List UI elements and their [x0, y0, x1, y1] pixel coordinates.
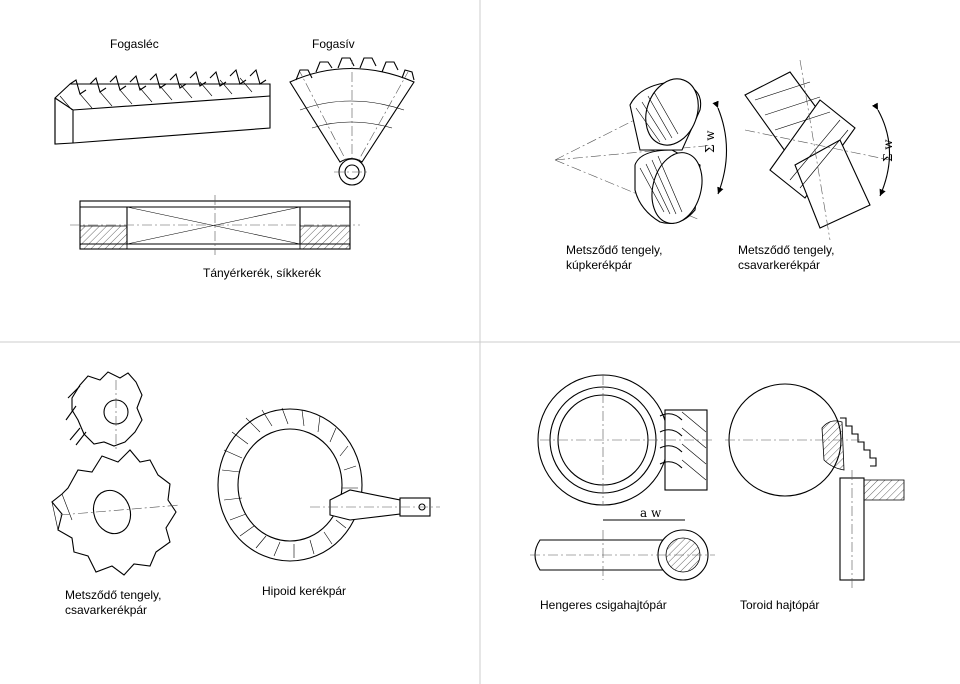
label-helical3d-line1: Metsződő tengely, [65, 588, 162, 602]
label-bevel-line2: kúpkerékpár [566, 258, 633, 272]
label-crown-wheel: Tányérkerék, síkkerék [203, 266, 322, 280]
label-worm-drive: Hengeres csigahajtópár [540, 598, 667, 612]
rack-drawing [54, 68, 271, 145]
label-crossed-line2: csavarkerékpár [738, 258, 821, 272]
label-rack: Fogasléc [110, 37, 159, 51]
helical-gears-3d-drawing [51, 371, 181, 576]
crown-wheel-drawing [70, 195, 360, 255]
gear-sector-drawing [289, 57, 415, 186]
svg-text:a w: a w [640, 506, 662, 520]
label-helical3d-line2: csavarkerékpár [65, 603, 148, 617]
crossed-helical-drawing: Σ w [744, 59, 895, 241]
label-toroid-drive: Toroid hajtópár [740, 598, 820, 612]
label-gear-sector: Fogasív [312, 37, 355, 51]
worm-drive-drawing: a w [530, 374, 715, 581]
toroid-drive-drawing [725, 383, 905, 590]
svg-text:Σ w: Σ w [703, 130, 717, 153]
svg-text:Σ w: Σ w [881, 139, 895, 162]
label-hypoid: Hipoid kerékpár [262, 584, 347, 598]
label-bevel-line1: Metsződő tengely, [566, 243, 663, 257]
hypoid-gear-drawing [217, 407, 440, 562]
label-crossed-line1: Metsződő tengely, [738, 243, 835, 257]
bevel-gear-drawing: Σ w [554, 78, 728, 225]
